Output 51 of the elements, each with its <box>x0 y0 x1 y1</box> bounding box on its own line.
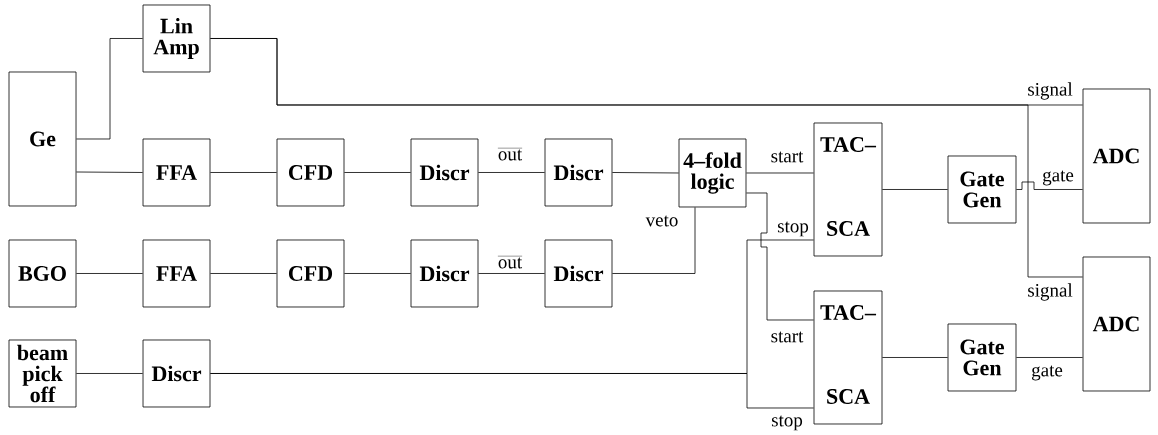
module-box: CFD <box>276 138 345 207</box>
module-box: 4–fold logic <box>678 138 747 208</box>
signal-line <box>210 172 277 173</box>
edge-label: veto <box>644 214 680 228</box>
signal-line <box>76 171 143 173</box>
signal-line <box>746 192 814 321</box>
module-box: CFD <box>276 239 345 308</box>
signal-line <box>76 273 143 274</box>
edge-label: start <box>769 150 805 164</box>
module-box: BGO <box>8 239 77 308</box>
signal-line <box>612 172 679 174</box>
module-box: Discr <box>142 339 211 408</box>
edge-label: start <box>769 330 805 344</box>
module-box: Lin Amp <box>142 4 211 73</box>
module-box: ADC <box>1082 88 1151 224</box>
signal-line <box>210 38 1083 278</box>
module-box: Discr <box>410 239 479 308</box>
edge-label: out <box>496 254 524 270</box>
signal-line <box>1016 357 1083 358</box>
signal-line <box>344 273 411 274</box>
module-box: Gate Gen <box>947 323 1017 392</box>
signal-line <box>344 172 411 173</box>
module-box: TAC– SCA <box>813 290 883 425</box>
module-box: Ge <box>8 71 77 207</box>
signal-line <box>882 357 948 358</box>
module-box: ADC <box>1082 256 1151 392</box>
edge-label: signal <box>1026 282 1074 302</box>
module-box: beam pick off <box>8 339 77 408</box>
edge-label: stop <box>776 220 810 238</box>
edge-label: out <box>496 146 524 162</box>
signal-line <box>1016 181 1083 190</box>
module-box: FFA <box>142 239 211 308</box>
module-box: Discr <box>410 138 479 207</box>
module-box: Discr <box>544 138 613 207</box>
module-box: FFA <box>142 138 211 207</box>
edge-label: signal <box>1026 81 1074 101</box>
signal-line <box>76 38 143 140</box>
signal-line <box>882 189 948 190</box>
signal-line <box>746 172 814 174</box>
module-box: Gate Gen <box>947 155 1017 224</box>
module-box: TAC– SCA <box>813 122 883 257</box>
signal-line <box>478 172 545 173</box>
edge-label: gate <box>1030 364 1064 382</box>
edge-label: gate <box>1041 169 1075 187</box>
signal-line <box>210 373 814 409</box>
signal-line <box>612 207 696 274</box>
signal-line <box>76 373 143 374</box>
edge-label: stop <box>770 414 804 432</box>
signal-line <box>478 273 545 274</box>
signal-line <box>210 273 277 274</box>
module-box: Discr <box>544 239 613 308</box>
